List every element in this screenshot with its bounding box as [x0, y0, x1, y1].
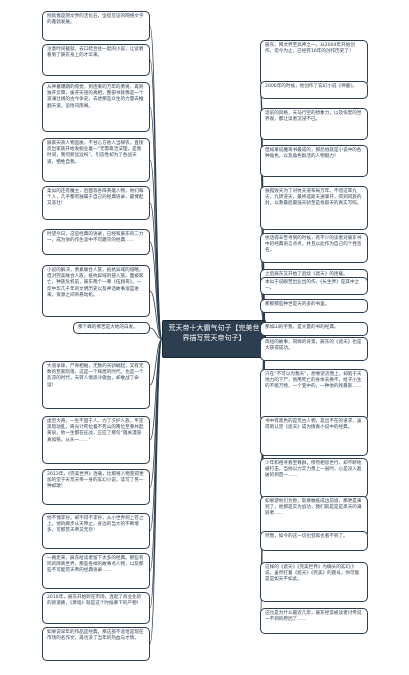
left-node: 从神墓爆朗的惊觉，到连束的万年的勇将，再到独开云霄，拔开天道的真相，整部书就像是… — [42, 82, 150, 132]
left-connector — [149, 327, 163, 340]
right-node: 独孤败天为了对抗天道布局万年，不惜这辈九天，九转逆天，最终选斯天通掌开，得到同族… — [260, 186, 368, 230]
left-node: 柔似的还有魔主，后面等各阵英雄人物，他们每个人，几乎都有独属于自己的经典语录，最… — [42, 186, 150, 220]
right-node: 那那那些种世是天的多的书里。 — [260, 299, 368, 313]
left-connector — [149, 338, 163, 572]
right-node: 少年和祖寻春至尊群，惨然相思世行，却不断地被打击，当他以力实力勇上一层时，心是没… — [260, 458, 368, 498]
right-node: 但如果说魔哥书最成的，那恐怕就是小说中的各种角色，以及角色鲜活的人物魅力！ — [260, 145, 368, 177]
left-node: 那个峰的佛苦是大地的白发。 — [73, 322, 150, 334]
left-connector — [149, 290, 163, 340]
left-node: 大道争锋，尸骨相骷，无数的天骄崛起，又有无数的至家陨落，这是一个辉煌的时代，也是… — [42, 361, 150, 409]
right-node: 只在“不可以为我天”，想要逆流而上，却陷于天地力的下尸，他用死亡的身体去换不，给… — [260, 369, 368, 421]
right-node: 这样的《遮天》《完美世界》为确头的玄幻小说，虽然打着《遮天》《完美》的题号，你可… — [260, 562, 368, 602]
left-node: 注意时间截就，去口结合往一起的小说，让读者看到了辰东身上的才华来。 — [42, 44, 150, 76]
left-node: 小说的解决，勇素联合人族，抵抗异域的侵略，但对完美联合人族，抵抗异域的侵入族。面… — [42, 265, 150, 317]
right-node: 然而，如今的这一切也登再也看不到了。 — [260, 531, 368, 551]
right-node: 那如山的字我，是大量的书的经典。 — [260, 322, 368, 336]
right-node: 抗话得辛苦寻到的时候，有不少的读者对辰东书中的经典语言点点，并且以此作为自己的个… — [260, 233, 368, 263]
right-node: 2006年的时候，他创作了玄幻小说《神墓》。 — [260, 81, 368, 99]
right-node: 书中有黑色的是荒古人物，是出不在的道求，虽得到认足《遮天》成为情真小说中的经典。 — [260, 416, 368, 456]
right-node: 辰东，网文界至高神之一，从2004年开始创作，迄今为止，已经有16年的创作历史了… — [260, 40, 368, 86]
right-node: 简短的故事，同样的背景，辰东的《遮天》也是大获得成功。 — [260, 337, 368, 361]
left-node: 他不愧李孙，却不得不李孙，从小世界到上苍之上，他的脚步从天帝止，身边的当大的不断… — [42, 513, 150, 549]
left-connector — [149, 338, 163, 645]
left-connector — [149, 106, 163, 340]
central-topic: 荒天帝十大霸气句子【完美世界描写荒天帝句子】 — [162, 320, 266, 358]
left-node: 2013年，《完美世界》连载，比那将人物变得更加的堂于天荒天帝一身的玄幻小说，读… — [42, 469, 150, 505]
left-connector — [149, 59, 163, 340]
left-node: 2016年，辰东开始跨在市场，连起了商业化的的新道路，《萧墙》就是这个时候慕下的… — [42, 592, 150, 624]
right-node: 这也是为什么最近几年，辰东经常被读者讨传说一不到的原因了…… — [260, 608, 368, 634]
left-node: 时望今日，这些经典的语录，已经和辰东的二力一，成为他的作生涯中不可磨灭的经典…… — [42, 229, 150, 255]
left-node: 如果说早年的作品是经典，那这部不悲恰是现在市场的名作文，再也没了当年的热血与才情… — [42, 627, 150, 661]
left-node: 他就像是网文界的活化石，坚挺见证的网络文学的蓬勃发展。 — [42, 11, 150, 41]
left-connector — [149, 241, 163, 340]
left-node: 一路走来，辰东给读者留下太多的经典。那些有鸣的牌真世界，那些各样的故事点人物，以… — [42, 553, 150, 589]
left-node: 虚空大奇，一生不固于人。力了夕护人族，平定黑暗动乱，奇光计死拉着不死山的两位至尊… — [42, 416, 150, 464]
right-node: 话前的风格，天马行空的想象力，以及恢宏的世界观，都让读者沉浸不已。 — [260, 108, 368, 140]
right-node: 本似于说眼苦出业出的作，《长生界》是其中之一。 — [260, 277, 368, 295]
left-node: 辰家天骄人物品质，不甘心方他人当梯农，直接反出家族开始发掘业着一“无需靠活法理，… — [42, 138, 150, 182]
